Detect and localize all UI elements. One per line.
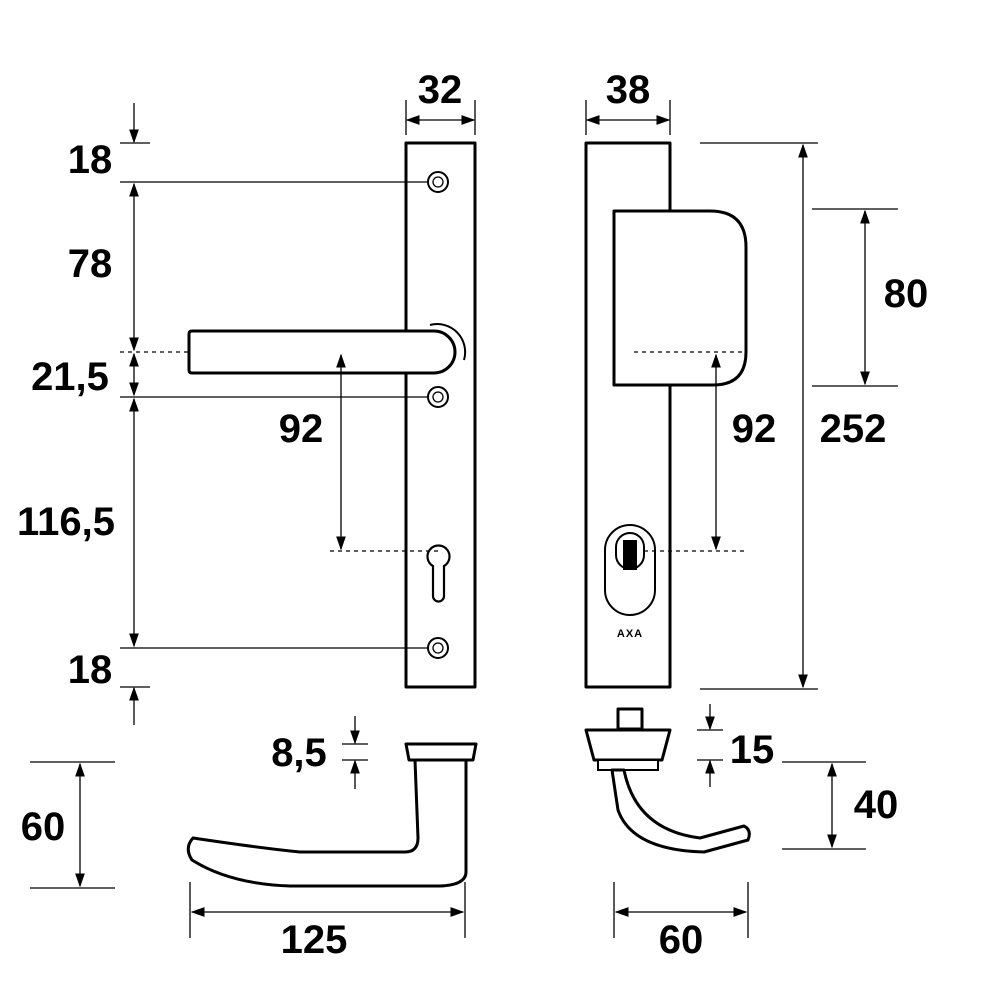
label-screw-to-handle: 78 <box>68 242 113 286</box>
handle-lever-top <box>186 758 468 888</box>
svg-text:60: 60 <box>659 918 704 962</box>
svg-text:92: 92 <box>732 407 777 451</box>
svg-text:125: 125 <box>281 918 348 962</box>
side-view: AXA <box>584 141 748 689</box>
side-handle-lever <box>610 768 751 854</box>
label-top-to-screw: 18 <box>68 138 113 182</box>
svg-text:38: 38 <box>606 68 651 112</box>
front-backplate <box>404 141 477 689</box>
side-handle-washer <box>597 759 659 771</box>
dim-plate-front-width: 32 <box>405 68 476 135</box>
brand-logo-text: AXA <box>617 628 643 640</box>
svg-text:60: 60 <box>21 805 66 849</box>
svg-text:40: 40 <box>854 783 899 827</box>
label-handle-to-screw: 21,5 <box>31 355 109 399</box>
side-security-shield <box>612 209 748 387</box>
dim-handle-height: 60 <box>21 761 115 889</box>
svg-text:8,5: 8,5 <box>271 731 327 775</box>
handle-top-view <box>186 742 478 888</box>
screw-top <box>427 171 449 193</box>
dim-left-chain: 18 78 21,5 116,5 18 <box>17 103 428 725</box>
dim-plate-side-width: 38 <box>585 68 671 135</box>
svg-text:80: 80 <box>884 272 929 316</box>
side-handle-rose <box>584 728 672 762</box>
label-bottom-to-screw: 18 <box>68 648 113 692</box>
dim-rose-thickness: 8,5 <box>271 716 368 789</box>
handle-side-view <box>584 707 751 854</box>
side-handle-spindle <box>616 707 644 731</box>
svg-text:252: 252 <box>820 407 887 451</box>
label-screw-to-cylinder: 116,5 <box>17 500 115 544</box>
dim-handle-side-depth: 60 <box>613 882 749 962</box>
dim-handle-length: 125 <box>189 882 466 962</box>
dim-handle-side-height: 40 <box>782 761 899 850</box>
front-lever-rose-arc <box>429 323 467 361</box>
svg-text:32: 32 <box>418 68 463 112</box>
front-view <box>187 141 477 689</box>
dim-cap-height: 15 <box>697 704 774 787</box>
svg-text:15: 15 <box>730 728 775 772</box>
dim-shield-height: 80 <box>812 208 929 387</box>
dim-handle-to-cylinder-side: 92 <box>634 351 777 552</box>
dim-handle-to-cylinder-front: 92 <box>279 353 438 552</box>
svg-text:92: 92 <box>279 407 324 451</box>
side-cylinder-thumbturn <box>623 540 637 570</box>
dim-plate-height: 252 <box>700 142 887 690</box>
cylinder-keyhole <box>426 544 451 603</box>
screw-bottom <box>427 637 449 659</box>
front-lever-handle <box>187 329 457 375</box>
screw-middle <box>427 386 449 408</box>
handle-rose <box>404 742 478 762</box>
